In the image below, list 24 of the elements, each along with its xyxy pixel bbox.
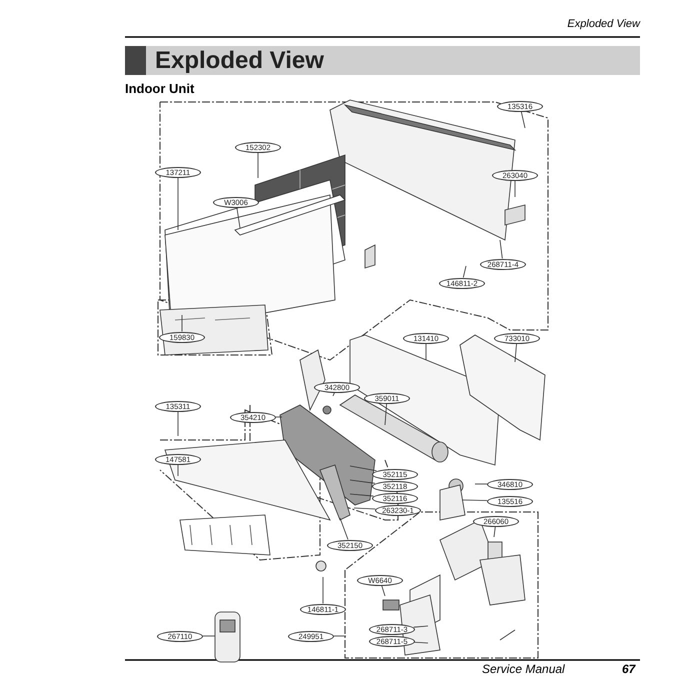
leader-line: [514, 180, 516, 198]
page-title: Exploded View: [155, 46, 324, 75]
leader-line: [350, 480, 376, 484]
leader-line: [500, 240, 503, 259]
page-number: 67: [622, 662, 636, 676]
leader-line: [350, 466, 377, 472]
leader-line: [276, 416, 282, 418]
section-heading: Indoor Unit: [125, 81, 194, 96]
leader-line: [384, 403, 387, 426]
leader-line: [414, 642, 428, 644]
leader-line: [350, 494, 374, 496]
footer-text: Service Manual: [482, 662, 565, 676]
leader-line: [494, 526, 496, 538]
page-header-text: Exploded View: [567, 18, 640, 30]
leader-line: [413, 626, 428, 628]
leader-line: [381, 585, 386, 596]
leader-line: [340, 518, 348, 540]
leader-line: [514, 343, 517, 362]
leader-line: [462, 500, 488, 501]
leader-line: [462, 266, 466, 278]
leader-line: [236, 207, 240, 228]
leader-line: [322, 576, 324, 604]
leader-line: [354, 508, 376, 510]
leader-line: [520, 111, 526, 128]
